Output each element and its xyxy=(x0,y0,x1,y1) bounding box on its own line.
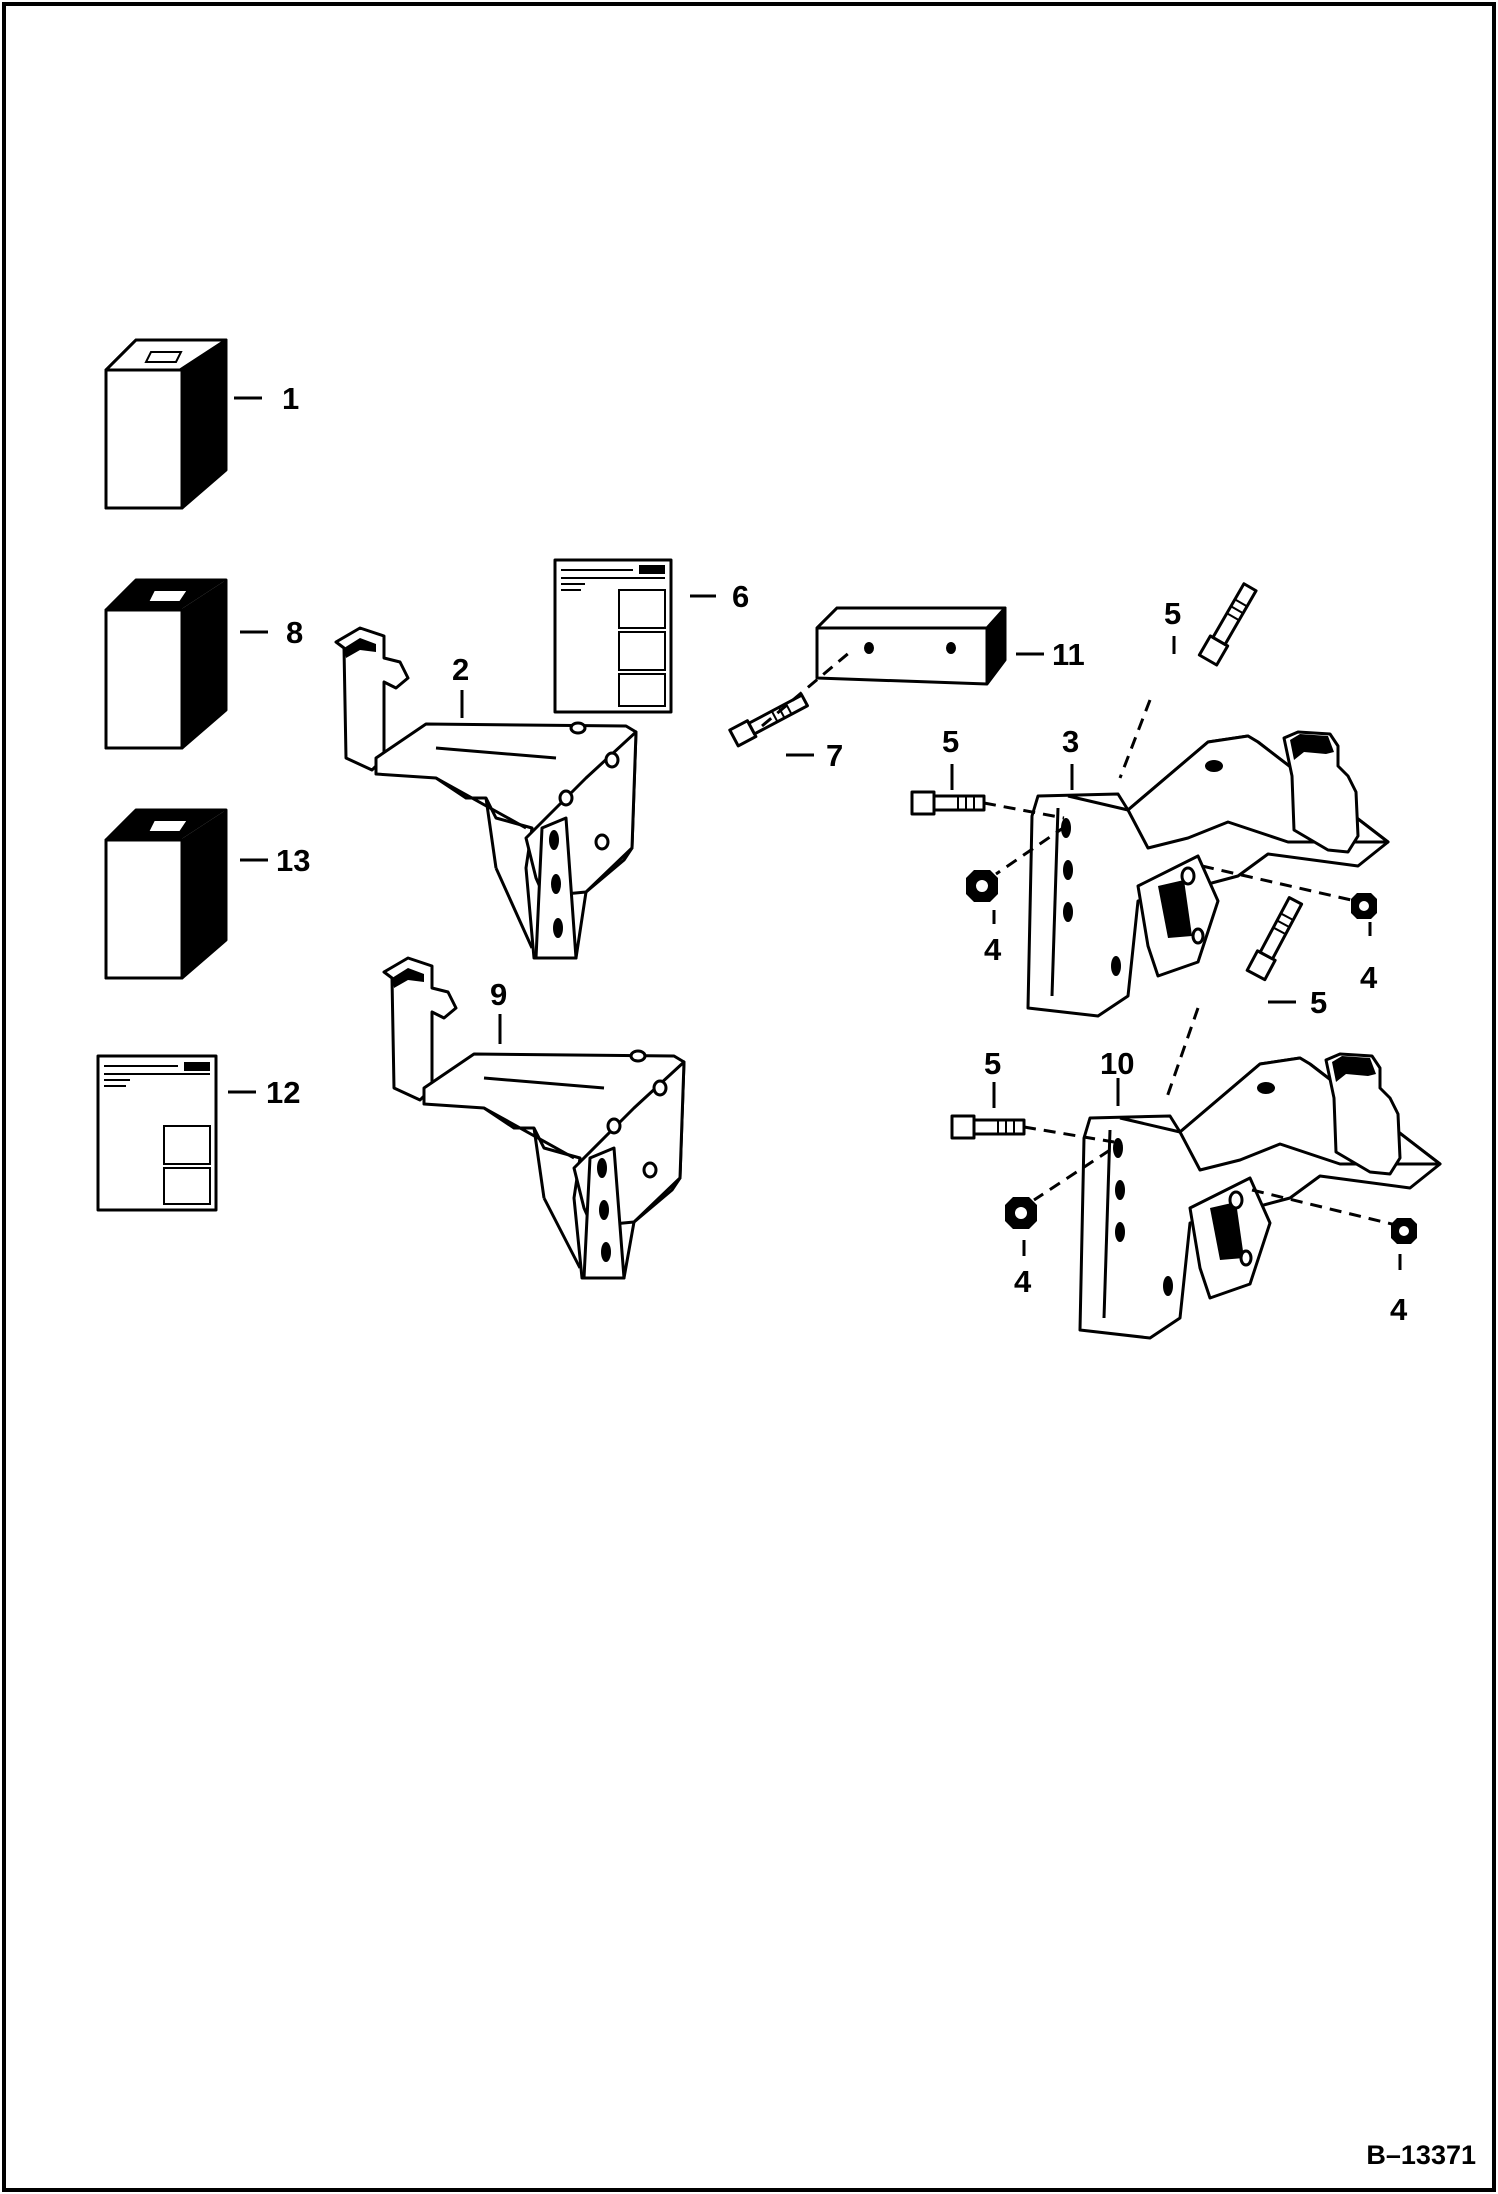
assembly-lines xyxy=(761,650,1401,1228)
callout-2: 2 xyxy=(452,652,469,687)
callout-5-top-right: 5 xyxy=(1164,596,1181,631)
bracket-3 xyxy=(1026,730,1390,1018)
weight-block-1 xyxy=(104,338,228,510)
callout-6: 6 xyxy=(732,579,749,614)
callout-11: 11 xyxy=(1052,637,1085,672)
nut-4-lower-right xyxy=(1391,1218,1417,1244)
leader-lines xyxy=(228,396,1402,1270)
callout-5-top-lower: 5 xyxy=(1310,985,1327,1020)
weight-block-13 xyxy=(104,808,228,980)
callout-12: 12 xyxy=(266,1075,300,1110)
weight-block-8 xyxy=(104,578,228,750)
callout-13: 13 xyxy=(276,843,310,878)
nut-4-upper-right xyxy=(1351,893,1377,919)
callout-4-upper-left: 4 xyxy=(984,932,1002,967)
bracket-2 xyxy=(334,626,638,960)
nut-4-lower-left xyxy=(1005,1197,1037,1229)
callout-10: 10 xyxy=(1100,1046,1134,1081)
callout-3: 3 xyxy=(1062,724,1079,759)
bolt-5-side-lower xyxy=(950,1114,1026,1140)
callout-4-lower-left: 4 xyxy=(1014,1264,1032,1299)
callout-4-lower-right: 4 xyxy=(1390,1292,1408,1327)
figure-id: B–13371 xyxy=(1366,2140,1476,2170)
bracket-9 xyxy=(382,956,686,1280)
callout-8: 8 xyxy=(286,615,303,650)
callout-5-side-lower: 5 xyxy=(984,1046,1001,1081)
decal-sheet-12 xyxy=(96,1054,218,1212)
decal-sheet-6 xyxy=(553,558,673,714)
bolt-5-top-lower xyxy=(1245,896,1304,982)
nut-4-upper-left xyxy=(966,870,998,902)
callout-7: 7 xyxy=(826,738,843,773)
callout-1: 1 xyxy=(282,381,299,416)
bracket-10 xyxy=(1078,1052,1442,1340)
callout-5-side-upper: 5 xyxy=(942,724,959,759)
callout-4-upper-right: 4 xyxy=(1360,960,1378,995)
bolt-5-top-right xyxy=(1197,582,1258,667)
bolt-5-side-upper xyxy=(910,790,986,816)
callout-9: 9 xyxy=(490,977,507,1012)
weight-bar-11 xyxy=(815,606,1007,686)
